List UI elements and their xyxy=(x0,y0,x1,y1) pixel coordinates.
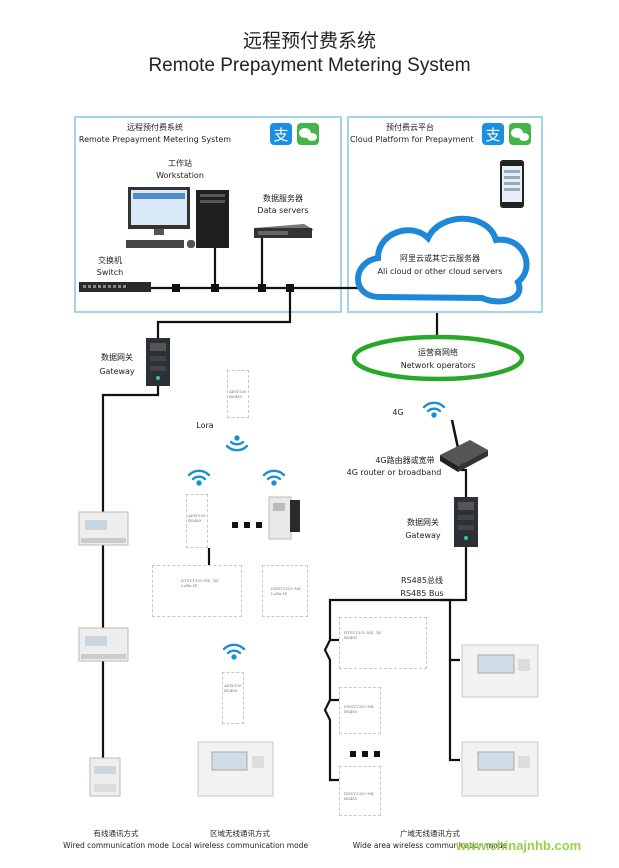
single-phase-meter-icon xyxy=(89,757,121,797)
dtsy-lora-box: DTSY1352-NK（B） LoRa IP xyxy=(152,565,242,617)
network-operators-label-en: Network operators xyxy=(400,361,476,370)
network-operators-ring xyxy=(351,334,525,382)
switch-label-cn: 交换机 xyxy=(98,256,122,265)
title-chinese: 远程预付费系统 xyxy=(242,30,376,52)
rs485-label-cn: RS485总线 xyxy=(401,576,443,585)
gateway-left-icon xyxy=(146,338,170,386)
dtsy-lora-label: DTSY1352-NK（B） LoRa IP xyxy=(181,578,222,588)
aew100-box: AEW100 RS485 xyxy=(227,370,249,418)
switch-label-en: Switch xyxy=(96,268,124,277)
gateway-left-label-cn: 数据网关 xyxy=(101,353,133,362)
ellipsis-dots xyxy=(232,522,380,757)
wechat-icon xyxy=(509,123,531,145)
ddsy-lora-label: DDSY1352-NK LoRa IP xyxy=(271,586,301,596)
gateway-right-icon xyxy=(454,497,478,547)
ddsy-rs485-box: DDSY1352-NK RS485 xyxy=(339,766,381,816)
workstation-label-en: Workstation xyxy=(156,171,204,180)
workstation-label-cn: 工作站 xyxy=(168,159,192,168)
watermark: www.chinajnhb.com xyxy=(456,838,582,853)
svg-text:支: 支 xyxy=(273,126,288,144)
wifi-icon-lora xyxy=(225,435,249,452)
lora-label: Lora xyxy=(196,421,214,430)
data-servers-label-en: Data servers xyxy=(257,206,309,215)
network-operators-label-cn: 运营商网络 xyxy=(418,348,458,357)
wifi-icon-4g xyxy=(422,401,446,418)
alipay-icon: 支 xyxy=(270,123,292,145)
prepaid-meter-box-icon xyxy=(461,644,539,698)
router-icon xyxy=(440,419,488,472)
smartphone-icon xyxy=(500,160,524,208)
ddsy-rs485-box: DDSY1352-NK RS485 xyxy=(339,687,381,734)
data-servers-label-cn: 数据服务器 xyxy=(263,194,303,203)
rs485-label-en: RS485 Bus xyxy=(400,589,444,598)
aew100-box: AEW100 RS485 xyxy=(186,494,208,548)
wifi-icon-device-b xyxy=(262,469,286,486)
connection-nodes xyxy=(172,284,294,292)
4g-label: 4G xyxy=(392,408,404,417)
wechat-icon xyxy=(297,123,319,145)
wireless-module-icon xyxy=(268,496,300,540)
right-panel-title-en: Cloud Platform for Prepayment xyxy=(350,135,474,144)
switch-icon xyxy=(79,282,151,292)
gateway-left-label-en: Gateway xyxy=(99,367,135,376)
aew100-box: AEW100 RS485 xyxy=(222,672,244,724)
aew100-label: AEW100 RS485 xyxy=(224,683,242,693)
prepaid-meter-box-icon xyxy=(461,741,539,797)
data-server-icon xyxy=(254,224,314,238)
footer-local-en: Local wireless communication mode xyxy=(171,841,309,850)
dtsy-rs485-label: DTSY1352-NK（B） RS485 xyxy=(344,630,385,640)
dtsy-rs485-box: DTSY1352-NK（B） RS485 xyxy=(339,617,427,669)
footer-local-cn: 区域无线通讯方式 xyxy=(210,829,270,838)
ddsy-rs485-label: DDSY1352-NK RS485 xyxy=(344,704,374,714)
workstation-tower-icon xyxy=(196,190,229,248)
cloud-label-cn: 阿里云或其它云服务器 xyxy=(400,254,480,263)
title-english: Remote Prepayment Metering System xyxy=(148,55,471,76)
workstation-monitor-icon xyxy=(126,187,195,248)
footer-wired-en: Wired communication mode xyxy=(63,841,169,850)
cloud-label-en: Ali cloud or other cloud servers xyxy=(377,267,503,276)
router-label-en: 4G router or broadband xyxy=(346,468,442,477)
alipay-icon: 支 xyxy=(482,123,504,145)
din-rail-meter-icon xyxy=(78,511,129,546)
din-rail-meter-icon xyxy=(78,627,129,662)
prepaid-meter-box-icon xyxy=(197,741,274,797)
gateway-right-label-cn: 数据网关 xyxy=(407,518,439,527)
footer-wide-cn: 广域无线通讯方式 xyxy=(400,829,460,838)
wifi-icon-device-a xyxy=(187,469,211,486)
right-panel-title-cn: 预付费云平台 xyxy=(386,123,434,132)
ddsy-rs485-label: DDSY1352-NK RS485 xyxy=(344,791,374,801)
footer-wired-cn: 有线通讯方式 xyxy=(93,829,139,838)
aew100-label: AEW100 RS485 xyxy=(229,389,247,399)
aew100-label: AEW100 RS485 xyxy=(188,513,206,523)
router-label-cn: 4G路由器或宽带 xyxy=(375,456,435,465)
gateway-right-label-en: Gateway xyxy=(405,531,441,540)
left-panel-title-cn: 远程预付费系统 xyxy=(127,123,183,132)
left-panel-title-en: Remote Prepayment Metering System xyxy=(78,135,232,144)
cloud-icon xyxy=(355,215,530,305)
svg-text:支: 支 xyxy=(485,126,500,144)
ddsy-lora-box: DDSY1352-NK LoRa IP xyxy=(262,565,308,617)
footer-wide-en: Wide area wireless communication mode xyxy=(352,841,508,850)
wifi-icon-device-c xyxy=(222,643,246,660)
